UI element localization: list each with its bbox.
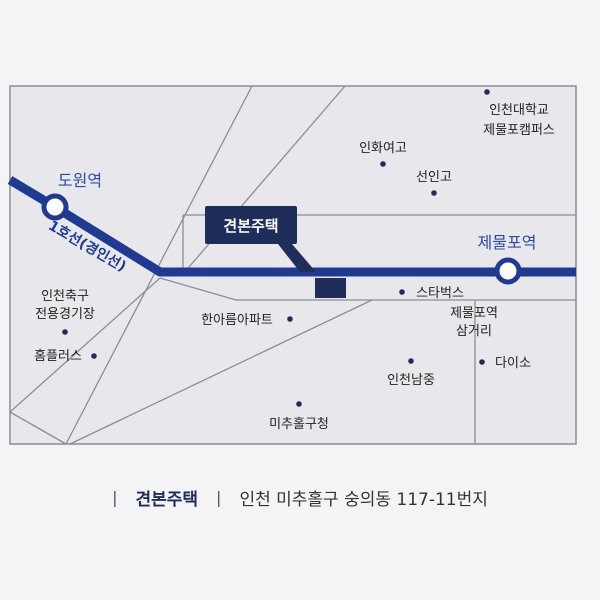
poi-seonin-dot [431, 190, 437, 196]
poi-incheon-univ-line2: 제물포캠퍼스 [483, 123, 555, 138]
rail-line-1 [7, 176, 576, 277]
poi-namjung-label: 인천남중 [387, 373, 435, 388]
poi-stadium-line1: 인천축구 [41, 289, 89, 304]
poi-incheon-univ-line1: 인천대학교 [489, 103, 549, 118]
rail-track [7, 176, 576, 277]
poi-homeplus-dot [91, 353, 97, 359]
callout-box [205, 206, 297, 244]
poi-hanaroom-label: 한아름아파트 [201, 313, 273, 328]
station-jemulpo-marker[interactable] [494, 257, 522, 285]
poi-inhwa-dot [380, 161, 386, 167]
poi-hanaroom-dot [287, 316, 293, 322]
poi-daiso-label: 다이소 [495, 356, 531, 371]
road-diagonal-lower-left [9, 277, 161, 413]
address-caption: | 견본주택 | 인천 미추홀구 숭의동 117-11번지 [0, 472, 600, 522]
station-dowon-label: 도원역 [58, 171, 102, 190]
showroom-marker[interactable] [315, 278, 346, 298]
map-panel [9, 85, 577, 445]
poi-labels: 인천대학교 제물포캠퍼스 인화여고 선인고 인천축구 전용경기장 홈플러스 한아… [34, 89, 555, 432]
poi-jemulpo-cross-line2: 삼거리 [456, 324, 492, 339]
poi-starbucks-dot [399, 289, 405, 295]
poi-daiso-dot [479, 359, 485, 365]
road-corner-left [9, 411, 67, 445]
road-diagonal-left [65, 85, 253, 445]
poi-michuhol-dot [296, 401, 302, 407]
poi-homeplus-label: 홈플러스 [34, 349, 82, 364]
showroom-callout[interactable]: 견본주택 [205, 206, 316, 272]
station-jemulpo-label: 제물포역 [478, 233, 537, 252]
poi-jemulpo-cross-line1: 제물포역 [450, 306, 498, 321]
location-map[interactable]: 도원역 제물포역 1호선(경인선) 견본주택 인천대학교 제물포캠퍼스 인화여고 [0, 0, 600, 460]
caption-separator-mid: | [216, 487, 222, 507]
caption-showroom-name: 견본주택 [135, 489, 199, 510]
callout-label: 견본주택 [223, 217, 278, 235]
poi-stadium-line2: 전용경기장 [35, 307, 95, 322]
poi-stadium-dot [62, 329, 68, 335]
station-dowon-marker[interactable] [41, 193, 69, 221]
poi-inhwa-label: 인화여고 [359, 141, 407, 156]
road-long-diagonal [69, 299, 373, 445]
caption-separator-left: | [112, 487, 118, 507]
poi-seonin-label: 선인고 [416, 170, 452, 185]
poi-michuhol-label: 미추홀구청 [269, 417, 329, 432]
callout-pointer [278, 244, 316, 272]
caption-address: 인천 미추홀구 숭의동 117-11번지 [239, 489, 488, 510]
poi-starbucks-label: 스타벅스 [416, 286, 464, 301]
poi-namjung-dot [408, 358, 414, 364]
poi-incheon-univ-dot [484, 89, 490, 95]
map-svg: 도원역 제물포역 1호선(경인선) 견본주택 인천대학교 제물포캠퍼스 인화여고 [7, 85, 577, 445]
road-connector [159, 277, 237, 301]
